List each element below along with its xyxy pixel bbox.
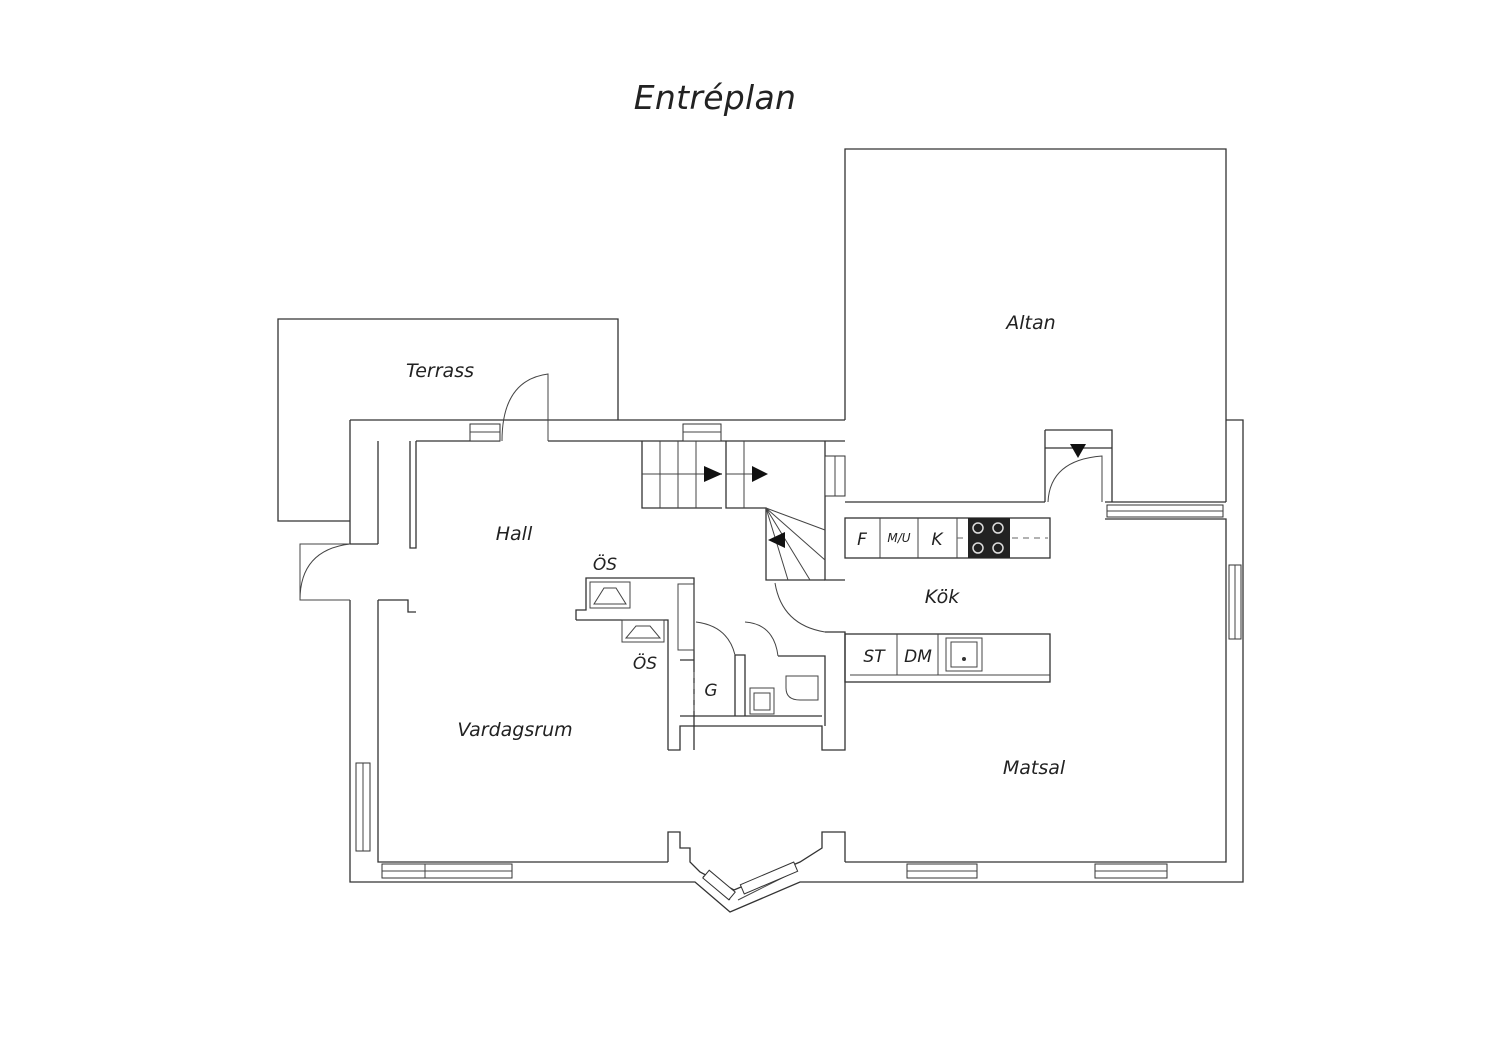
south-window-1 [381,863,513,879]
fixture-label-wardrobe: G [704,681,717,701]
staircase [641,441,826,581]
room-label-altan: Altan [1004,312,1055,334]
fixture-label-freezer: K [931,530,944,550]
entrance-door[interactable] [299,543,351,601]
lower-counter [844,633,1051,683]
altan-door[interactable] [1044,429,1113,503]
outer-wall [349,419,1244,883]
altan-outline [844,148,1227,502]
altan-window [824,455,846,497]
room-label-matsal: Matsal [1003,757,1066,779]
fixture-label-dishwasher: DM [904,647,932,667]
kitchen-wall [825,631,846,682]
terrace-outline [277,318,619,522]
terrace-door[interactable] [501,373,549,442]
altan-east-window [1106,504,1224,518]
east-window [1228,564,1242,640]
south-window-2 [906,863,978,879]
wc-block [668,621,846,751]
north-window-1 [469,423,501,442]
room-label-kok: Kök [925,586,960,608]
entrance-jamb [350,543,416,613]
outer-wall-inner [377,441,1227,863]
bay-window [667,831,846,913]
west-window [355,762,371,852]
kitchen-door[interactable] [774,582,826,633]
south-window-3 [1094,863,1168,879]
upper-counter [844,517,1051,559]
fixture-label-microwave: M/U [887,531,910,545]
room-label-vardagsrum: Vardagsrum [457,719,572,741]
fixture-label-fridge: F [857,530,867,550]
room-label-terrass: Terrass [406,360,474,382]
fixture-label-stove-lower: ÖS [633,652,657,674]
north-window-2 [682,423,722,442]
plan-title: Entréplan [633,78,797,117]
fixture-label-washer: ST [863,647,886,667]
fixture-label-stove-upper: ÖS [593,553,617,575]
north-wall [409,440,845,549]
fireplace [575,577,695,750]
room-label-hall: Hall [496,523,533,545]
